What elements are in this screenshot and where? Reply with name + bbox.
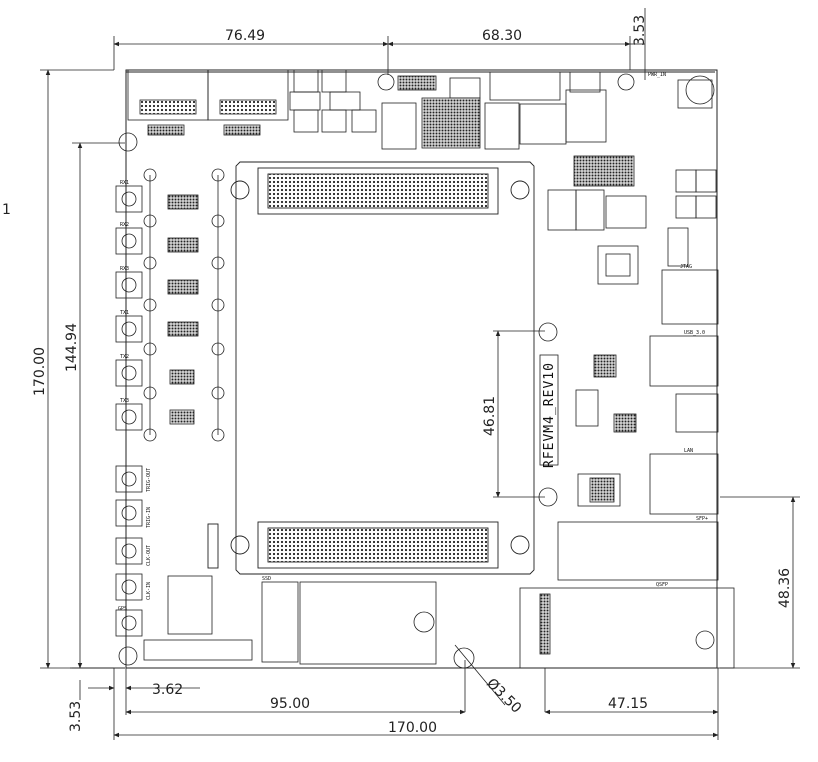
dim-center-vertical: 46.81	[482, 396, 498, 436]
dim-bottom-total: 170.00	[388, 720, 437, 736]
label-qsfp: QSFP	[656, 582, 668, 588]
label-clk-in: CLK-IN	[146, 582, 152, 600]
label-rx3: RX3	[120, 266, 129, 272]
label-trig-in: TRIG-IN	[146, 507, 152, 528]
center-module	[207, 161, 535, 575]
dim-top-left: 76.49	[225, 28, 265, 44]
dimension-lines	[40, 8, 800, 740]
label-rx1: RX1	[120, 180, 129, 186]
dim-top-right: 3.53	[632, 15, 648, 46]
label-tx1: TX1	[120, 310, 129, 316]
dim-bottom-small: 3.62	[152, 682, 183, 698]
dim-hole-diameter: Ø3.50	[483, 676, 524, 717]
label-sfp: SFP+	[696, 516, 708, 522]
label-rx2: RX2	[120, 222, 129, 228]
label-jtag: JTAG	[680, 264, 692, 270]
dim-bottom-left: 3.53	[68, 701, 84, 732]
label-pwr-in: PWR_IN	[648, 72, 666, 78]
dimension-texts: 76.49 68.30 3.53 170.00 144.94 46.81 48.…	[2, 15, 793, 736]
right-components	[143, 75, 735, 669]
label-ssd: SSD	[262, 576, 271, 582]
label-tx2: TX2	[120, 354, 129, 360]
dim-bottom-right: 47.15	[608, 696, 648, 712]
left-connectors	[115, 132, 225, 666]
label-usb: USB_3.0	[684, 330, 705, 336]
board-labels: RFEVM4_REV10 PWR_IN JTAG USB_3.0 LAN SFP…	[118, 72, 708, 612]
dim-top-mid: 68.30	[482, 28, 522, 44]
side-mark: 1	[2, 202, 11, 218]
dim-bottom-mid: 95.00	[270, 696, 310, 712]
dim-left-total: 170.00	[32, 347, 48, 396]
top-connectors	[127, 69, 635, 150]
label-tx3: TX3	[120, 398, 129, 404]
dim-left-holes: 144.94	[64, 323, 80, 372]
label-trig-out: TRIG-OUT	[146, 468, 152, 492]
label-gps: GPS	[118, 606, 127, 612]
board-name: RFEVM4_REV10	[542, 362, 557, 468]
label-lan: LAN	[684, 448, 693, 454]
label-clk-out: CLK-OUT	[146, 545, 152, 566]
dim-right-sfp: 48.36	[777, 568, 793, 608]
